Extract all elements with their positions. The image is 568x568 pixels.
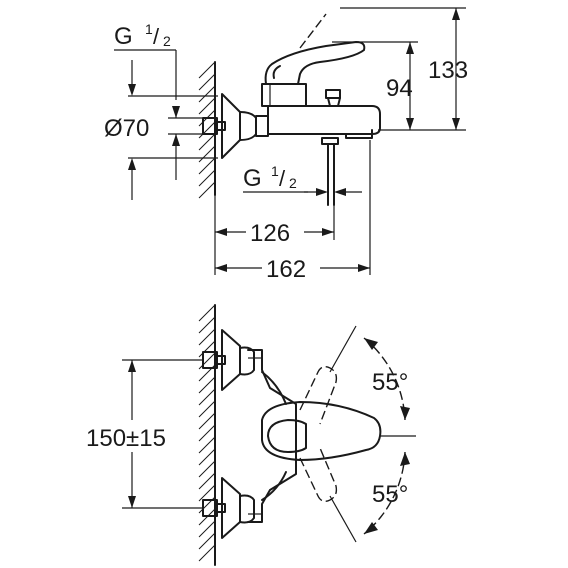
thread-bottom-g: G — [243, 165, 262, 192]
height-dimensions: 94 133 — [332, 7, 468, 131]
thread-bottom-sub: 2 — [289, 175, 297, 191]
mixer-body-front — [247, 349, 382, 523]
thread-top-sup: 1 — [145, 21, 153, 37]
centres-label: 150±15 — [86, 425, 166, 452]
dim-133-label: 133 — [428, 57, 468, 84]
angle-dimensions: 55° 55° — [329, 325, 416, 543]
thread-top-slash: / — [153, 24, 160, 49]
wall-side — [198, 61, 216, 199]
dim-94-label: 94 — [386, 75, 413, 102]
length-dimensions: 126 162 — [214, 140, 371, 283]
thread-bottom-slash: / — [279, 166, 286, 191]
centres-dimension: 150±15 — [86, 359, 203, 509]
wall-connector-side — [202, 93, 269, 159]
dim-162-label: 162 — [266, 256, 306, 283]
thread-top-g: G — [114, 23, 133, 50]
side-view: G 1 / 2 Ø70 G 1 / 2 — [104, 7, 468, 283]
thread-top-sub: 2 — [163, 33, 171, 49]
diameter-dimension: Ø70 — [104, 60, 218, 200]
thread-label-bottom: G 1 / 2 — [243, 163, 362, 196]
angle-upper-label: 55° — [372, 369, 408, 396]
lever-rotation-ghosts — [299, 365, 338, 503]
angle-lower-label: 55° — [372, 481, 408, 508]
front-view: 55° 55° 150±15 — [86, 304, 416, 566]
mixer-body-side — [261, 13, 381, 206]
connector-lower-front — [202, 477, 255, 539]
dim-126-label: 126 — [250, 220, 290, 247]
diameter-label: Ø70 — [104, 115, 149, 142]
thread-bottom-sup: 1 — [271, 163, 279, 179]
thread-label-top: G 1 / 2 — [114, 21, 177, 100]
wall-front — [198, 304, 216, 566]
